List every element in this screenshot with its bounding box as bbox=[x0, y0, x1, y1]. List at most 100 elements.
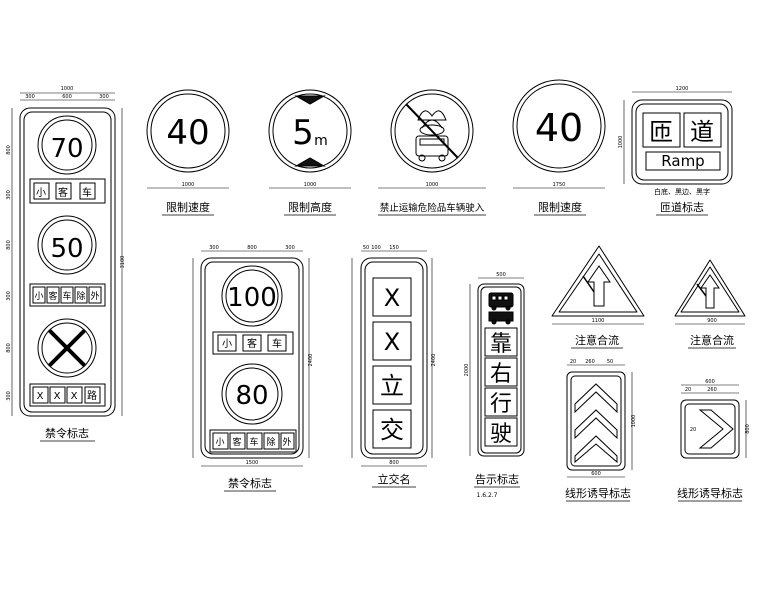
sign-caption: 限制速度 bbox=[538, 200, 582, 214]
merge-arrow-icon bbox=[582, 265, 611, 307]
plate-char: 车 bbox=[62, 290, 71, 302]
dim-label: 20 bbox=[685, 387, 691, 393]
dim-label: 500 bbox=[496, 272, 506, 278]
plate-char: 车 bbox=[249, 436, 258, 448]
dim-label: 300 bbox=[25, 94, 35, 100]
dim-label: 300 bbox=[6, 391, 12, 401]
sign-caption: 线形诱导标志 bbox=[677, 486, 743, 500]
sign-chevron-vertical: 20 260 50 600 1000 线形诱导标志 bbox=[565, 359, 637, 502]
chevron-right-icon bbox=[698, 409, 734, 449]
height-value: 5 bbox=[292, 113, 314, 153]
sign-caption: 限制速度 bbox=[166, 200, 210, 214]
plate-char: 客 bbox=[48, 290, 57, 302]
dim-label: 300 bbox=[6, 291, 12, 301]
dim-label: 1200 bbox=[676, 86, 689, 92]
sign-height-limit: 5 m 1000 限制高度 bbox=[268, 89, 352, 216]
sign-merge-warning-large: 1100 注意合流 bbox=[551, 245, 645, 349]
vehicle-plate-mid bbox=[29, 283, 106, 307]
speed-limit-ring bbox=[37, 115, 97, 175]
plate-char: 除 bbox=[266, 436, 275, 448]
sign-speed-limit-40-large: 40 1750 限制速度 bbox=[512, 79, 606, 216]
dim-label: 1500 bbox=[246, 460, 259, 466]
sign-interchange-name: X X 立 交 50 100 150 800 2400 立交名 bbox=[351, 245, 437, 488]
interchange-cell: X bbox=[384, 328, 400, 356]
height-arrow-bottom bbox=[294, 157, 326, 167]
dim-label: 2400 bbox=[308, 354, 314, 367]
sign-chevron-square: 600 20 260 800 20 线形诱导标志 bbox=[677, 379, 751, 502]
dim-label: 1000 bbox=[631, 415, 637, 428]
notice-char: 右 bbox=[490, 362, 512, 387]
ramp-english: Ramp bbox=[661, 152, 704, 170]
plate-char: 外 bbox=[282, 436, 291, 448]
sign-caption: 禁令标志 bbox=[45, 426, 89, 440]
interchange-cell: X bbox=[384, 284, 400, 312]
dim-label: 20 bbox=[570, 359, 576, 365]
dim-label: 2000 bbox=[464, 364, 470, 377]
sign-caption: 限制高度 bbox=[288, 200, 332, 214]
plate-char: X bbox=[37, 391, 44, 402]
dim-label: 260 bbox=[707, 387, 717, 393]
interchange-cell: 立 bbox=[380, 372, 404, 400]
merge-arrow-icon bbox=[696, 274, 720, 309]
plate-char: 小 bbox=[222, 338, 232, 350]
truck-icon bbox=[488, 311, 514, 325]
dim-label: 800 bbox=[247, 245, 257, 251]
dim-label: 800 bbox=[6, 145, 12, 155]
sign-caption: 禁止运输危险品车辆驶入 bbox=[380, 202, 485, 214]
dim-label: 1000 bbox=[304, 182, 317, 188]
sign-caption: 注意合流 bbox=[575, 333, 619, 347]
dim-label: 20 bbox=[690, 427, 696, 433]
dim-label: 1000 bbox=[426, 182, 439, 188]
plate-char: 小 bbox=[34, 291, 43, 302]
plate-char: 客 bbox=[58, 186, 68, 199]
dim-label: 150 bbox=[389, 245, 399, 251]
ramp-note: 白底、黑边、黑字 bbox=[654, 187, 710, 196]
plate-char: 路 bbox=[87, 389, 97, 402]
dim-label: 600 bbox=[705, 379, 715, 385]
sign-inner-border bbox=[23, 111, 112, 413]
dim-label: 300 bbox=[285, 245, 295, 251]
speed-value: 40 bbox=[166, 113, 209, 153]
sign-prohibition-100-80: 100 小 客 车 80 小 客 车 除 外 300 800 300 1500 … bbox=[192, 245, 314, 492]
speed-top-value: 70 bbox=[50, 134, 83, 164]
truck-icon bbox=[415, 110, 449, 162]
dim-label: 900 bbox=[707, 318, 717, 324]
dim-label: 800 bbox=[389, 460, 399, 466]
speed-bottom-value: 80 bbox=[235, 381, 268, 411]
speed-limit-ring bbox=[37, 215, 97, 275]
sign-no-dangerous-goods: 1000 禁止运输危险品车辆驶入 bbox=[378, 89, 486, 216]
ramp-title-right: 道 bbox=[690, 118, 714, 146]
sign-outer-border bbox=[19, 107, 116, 417]
sign-note: 1.6.2.7 bbox=[477, 492, 498, 499]
plate-char: 车 bbox=[82, 186, 92, 199]
dim-label: 300 bbox=[99, 94, 109, 100]
dim-label: 300 bbox=[209, 245, 219, 251]
sign-speed-limit-40: 40 1000 限制速度 bbox=[146, 89, 230, 216]
plate-char: 除 bbox=[76, 290, 85, 302]
dim-label: 800 bbox=[745, 424, 751, 434]
sign-ramp: 匝 道 Ramp 白底、黑边、黑字 1200 1000 匝道标志 bbox=[618, 86, 733, 216]
ramp-title-left: 匝 bbox=[649, 118, 673, 146]
plate-char: X bbox=[71, 391, 78, 402]
dim-label: 50 bbox=[363, 245, 369, 251]
plate-char: 车 bbox=[272, 337, 282, 350]
notice-char: 靠 bbox=[490, 332, 512, 357]
notice-char: 驶 bbox=[490, 422, 512, 447]
plate-char: 小 bbox=[36, 187, 46, 199]
speed-value: 40 bbox=[535, 106, 583, 150]
sign-caption: 匝道标志 bbox=[660, 200, 704, 214]
dim-label: 260 bbox=[585, 359, 595, 365]
interchange-cell: 交 bbox=[380, 416, 404, 444]
sign-merge-warning-small: 900 注意合流 bbox=[674, 259, 746, 349]
dim-label: 50 bbox=[607, 359, 613, 365]
dim-label: 300 bbox=[6, 190, 12, 200]
bus-icon bbox=[488, 292, 514, 311]
sign-caption: 立交名 bbox=[378, 472, 411, 486]
plate-char: 小 bbox=[215, 437, 224, 448]
dim-label: 1000 bbox=[61, 86, 74, 92]
dim-label: 1000 bbox=[618, 136, 624, 149]
dim-label: 100 bbox=[371, 245, 381, 251]
dim-label: 1100 bbox=[592, 318, 605, 324]
dim-label: 800 bbox=[6, 240, 12, 250]
